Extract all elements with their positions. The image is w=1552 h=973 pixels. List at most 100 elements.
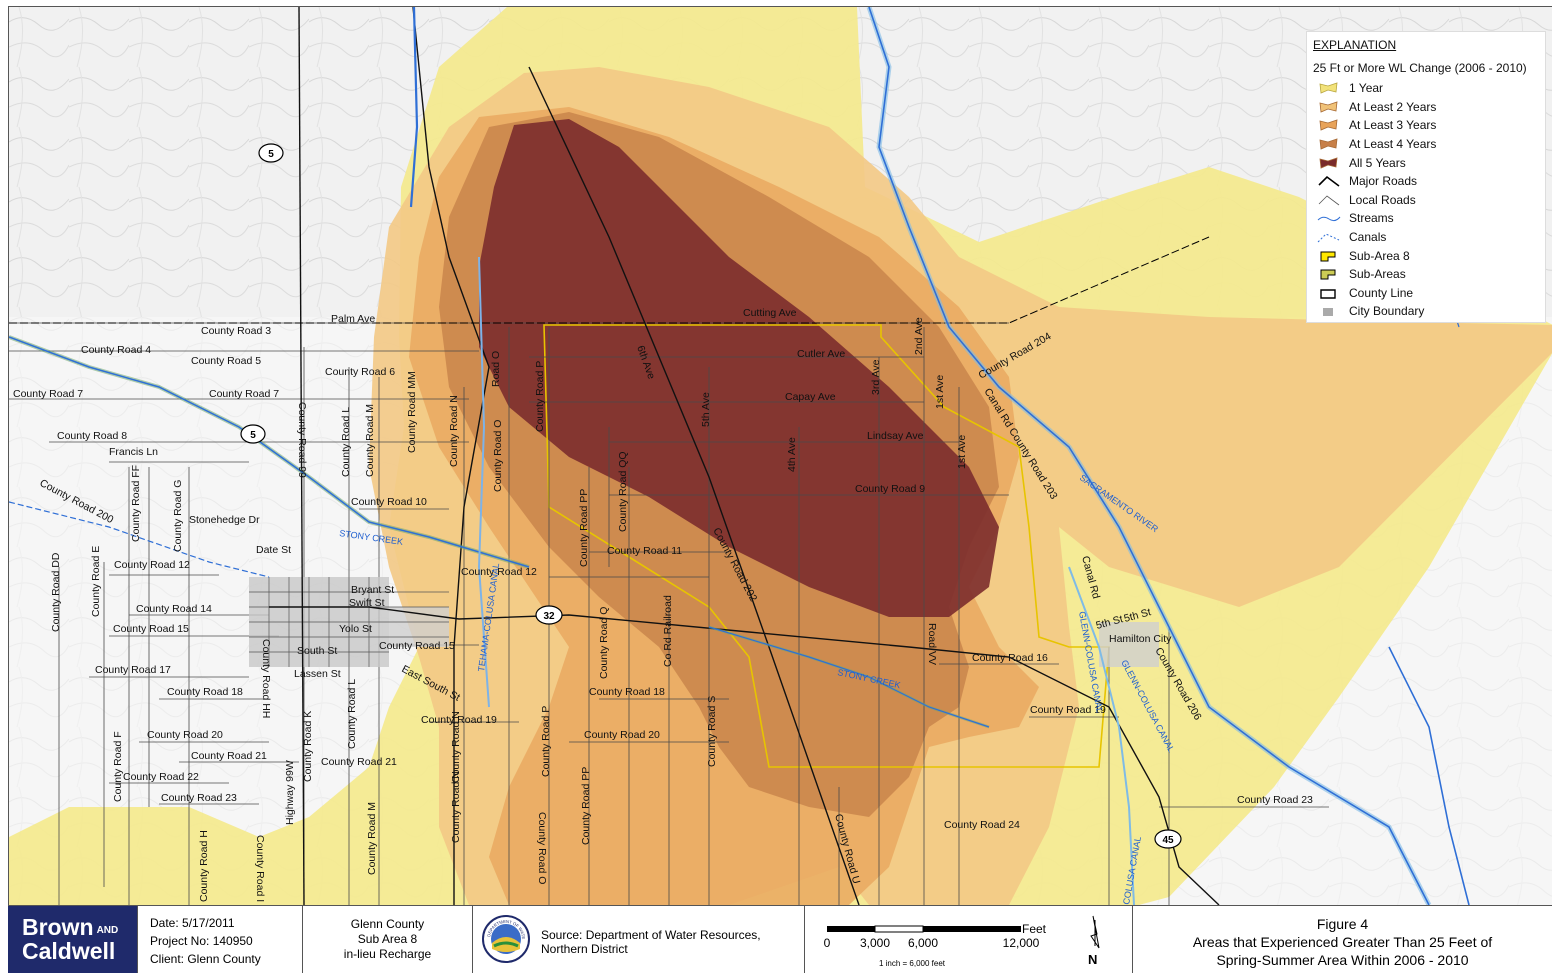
road-label: County Road 8 — [57, 430, 127, 442]
scale-tick: 0 — [824, 936, 831, 950]
road-label: County Road I — [254, 835, 266, 902]
major-roads — [269, 7, 1220, 905]
legend-item-label: Sub-Areas — [1349, 267, 1406, 282]
legend-item-label: At Least 3 Years — [1349, 118, 1437, 133]
scale-tick: 3,000 — [860, 936, 890, 950]
road-label: County Road 23 — [1237, 794, 1313, 806]
road-label: Stonehedge Dr — [189, 514, 260, 526]
road-label: 1st Ave — [934, 375, 946, 409]
map-frame[interactable]: Palm Ave County Road 3 County Road 4 Cou… — [8, 6, 1552, 906]
legend-item-label: Major Roads — [1349, 174, 1418, 189]
stream-icon — [1317, 217, 1341, 222]
road-label: County Road O — [492, 420, 504, 492]
legend-item: Sub-Area 8 — [1313, 246, 1539, 265]
road-label: 5th Ave — [700, 392, 712, 427]
road-label: County Road 23 — [161, 792, 237, 804]
road-label: County Road 15 — [379, 640, 455, 652]
highway-shield: 32 — [535, 605, 563, 625]
road-label: 4th Ave — [786, 437, 798, 472]
scale-tick: 12,000 — [1003, 936, 1040, 950]
road-label: Hamilton City — [1109, 633, 1172, 645]
scale-note: 1 inch = 6,000 feet — [879, 959, 946, 968]
scale-units: Feet — [1022, 922, 1047, 936]
source-line2: Northern District — [541, 942, 628, 956]
road-label: County Road Q — [598, 607, 610, 679]
road-label: Francis Ln — [109, 446, 158, 458]
polygon-maroon-icon — [1319, 157, 1338, 169]
legend-item-label: At Least 2 Years — [1349, 99, 1437, 114]
road-label: County Road N — [450, 771, 462, 843]
road-label: County Road P — [534, 361, 546, 432]
figure-caption: Figure 4 Areas that Experienced Greater … — [1133, 906, 1552, 973]
road-label: County Road 12 — [461, 566, 537, 578]
map-canvas[interactable]: Palm Ave County Road 3 County Road 4 Cou… — [9, 7, 1552, 905]
road-label: County Road 19 — [1030, 704, 1106, 716]
road-label: County Road K — [302, 711, 314, 782]
svg-text:5: 5 — [250, 430, 256, 441]
zone-5-years — [479, 119, 999, 617]
road-label: County Road N — [450, 711, 462, 783]
road-label: County Road 12 — [114, 559, 190, 571]
legend-item: City Boundary — [1313, 302, 1539, 321]
local-road-icon — [1318, 195, 1340, 206]
polygon-light-orange-icon — [1319, 101, 1338, 113]
legend-item: At Least 4 Years — [1313, 135, 1539, 154]
scale-bar: Feet 0 3,000 6,000 12,000 1 inch = 6,000… — [805, 906, 1133, 973]
polygon-brown-icon — [1319, 138, 1338, 150]
road-label: County Road DD — [50, 552, 62, 632]
road-label: County Road 20 — [147, 729, 223, 741]
scale-tick: 6,000 — [908, 936, 938, 950]
road-label: County Road N — [448, 395, 460, 467]
road-label: Co Rd Railroad — [662, 595, 674, 667]
water-features — [9, 7, 1470, 905]
road-label: County Road FF — [130, 465, 142, 542]
client-name: Client: Glenn County — [150, 952, 261, 966]
project-line1: Glenn County — [350, 917, 425, 931]
legend-item-label: At Least 4 Years — [1349, 137, 1437, 152]
svg-text:5: 5 — [268, 149, 274, 160]
legend-item: Streams — [1313, 209, 1539, 228]
road-label: County Road L — [346, 679, 358, 749]
legend-item: All 5 Years — [1313, 153, 1539, 172]
road-label: County Road G — [172, 480, 184, 552]
project-line2: Sub Area 8 — [357, 932, 418, 946]
highway-shield: 45 — [1154, 829, 1182, 849]
legend-item-label: 1 Year — [1349, 81, 1384, 96]
legend-item: Sub-Areas — [1313, 265, 1539, 284]
legend-item-label: Canals — [1349, 230, 1387, 245]
road-label: Swift St — [349, 597, 385, 609]
road-label: County Road HH — [260, 639, 272, 718]
road-label: Date St — [256, 544, 291, 556]
road-label: County Road 6 — [325, 366, 395, 378]
road-label: County Road S — [706, 696, 718, 767]
road-label: County Road F — [112, 731, 124, 802]
county-line — [9, 236, 1210, 324]
road-label: County Road MM — [406, 371, 418, 453]
road-label: County Road 3 — [201, 325, 271, 337]
road-label: Cutting Ave — [743, 307, 797, 319]
legend-item: County Line — [1313, 284, 1539, 303]
highway-shield: 5 — [240, 424, 266, 444]
legend-item: At Least 3 Years — [1313, 116, 1539, 135]
road-label: County Road M — [366, 802, 378, 875]
road-label: County Road PP — [578, 489, 590, 567]
road-label: County Road QQ — [617, 451, 629, 532]
figure-title-line2: Spring-Summer Area Within 2006 - 2010 — [1216, 952, 1469, 968]
map-legend: EXPLANATION 25 Ft or More WL Change (200… — [1306, 31, 1546, 323]
figure-number: Figure 4 — [1316, 916, 1369, 932]
road-label: County Road 14 — [136, 603, 212, 615]
road-label: County Road 7 — [209, 388, 279, 400]
svg-text:45: 45 — [1162, 835, 1174, 846]
polygon-yellow-icon — [1319, 82, 1338, 94]
sub-areas-icon — [1320, 269, 1336, 280]
legend-item-label: Local Roads — [1349, 192, 1416, 207]
road-label: County Road H — [198, 830, 210, 902]
road-label: County Road 21 — [191, 750, 267, 762]
legend-item: Major Roads — [1313, 172, 1539, 191]
source-line1: Source: Department of Water Resources, — [541, 928, 761, 942]
legend-item: At Least 2 Years — [1313, 98, 1539, 117]
road-label: County Road 16 — [972, 652, 1048, 664]
